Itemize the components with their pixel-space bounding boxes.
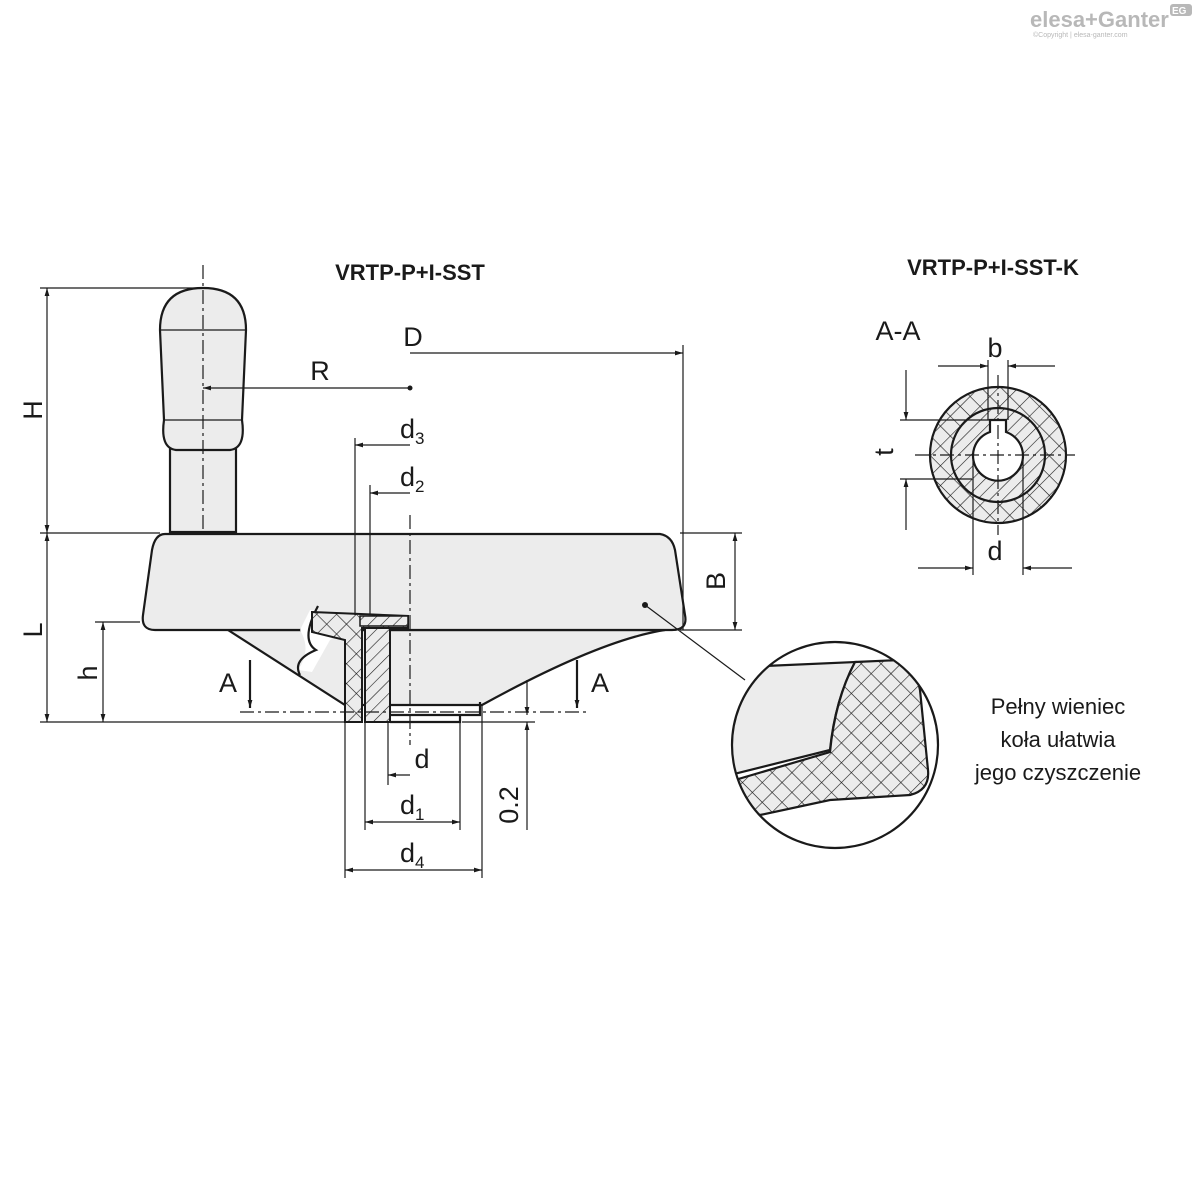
svg-text:EG: EG (1172, 6, 1187, 17)
dim-H-label: H (18, 400, 48, 420)
section-marker-left: A (219, 668, 237, 698)
dim-gap-label: 0.2 (494, 786, 524, 824)
svg-text:©Copyright | elesa-ganter.com: ©Copyright | elesa-ganter.com (1033, 31, 1128, 39)
dim-L-label: L (18, 622, 48, 637)
section-marker-right: A (591, 668, 609, 698)
dim-d4-label: d4 (400, 838, 425, 872)
handle (158, 265, 248, 545)
dim-d-label: d (414, 744, 429, 774)
section-view-title: VRTP-P+I-SST-K (907, 255, 1079, 280)
dimensions (40, 287, 742, 878)
svg-text:elesa+Ganter: elesa+Ganter (1030, 7, 1169, 32)
dim-R-label: R (310, 356, 330, 386)
section-dim-b-label: b (987, 333, 1002, 363)
handwheel-body (141, 515, 746, 745)
dim-d2-label: d2 (400, 462, 425, 496)
elesa-ganter-logo: elesa+Ganter ©Copyright | elesa-ganter.c… (1030, 4, 1192, 39)
section-dim-d-label: d (987, 536, 1002, 566)
section-dim-t-label: t (869, 448, 899, 456)
dim-d1-label: d1 (400, 790, 425, 824)
dim-D-label: D (403, 322, 423, 352)
section-a-a-view (900, 360, 1075, 575)
main-view-title: VRTP-P+I-SST (335, 260, 485, 285)
note-line-3: jego czyszczenie (974, 760, 1141, 785)
note-line-1: Pełny wieniec (991, 694, 1126, 719)
dim-B-label: B (701, 572, 731, 590)
dim-h-label: h (73, 665, 103, 680)
section-label: A-A (875, 316, 920, 346)
note-line-2: koła ułatwia (1001, 727, 1117, 752)
rim-detail-view (730, 640, 940, 850)
dim-d3-label: d3 (400, 414, 425, 448)
